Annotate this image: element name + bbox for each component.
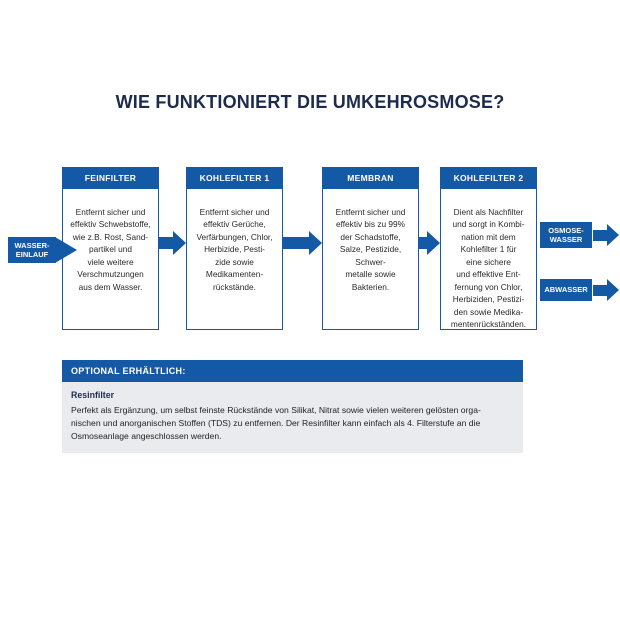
flow-arrow-icon (419, 231, 440, 255)
flow-arrow-icon (159, 231, 186, 255)
filter-header: MEMBRAN (322, 167, 419, 189)
optional-body: Resinfilter Perfekt als Ergänzung, um se… (62, 382, 523, 453)
filter-box-feinfilter: FEINFILTER Entfernt sicher und effektiv … (62, 167, 159, 330)
filter-box-kohlefilter-2: KOHLEFILTER 2 Dient als Nachfilter und s… (440, 167, 537, 330)
filter-header: KOHLEFILTER 2 (440, 167, 537, 189)
filter-header: KOHLEFILTER 1 (186, 167, 283, 189)
water-inlet-label: WASSER- EINLAUF (8, 237, 56, 263)
arrow-head (607, 279, 619, 301)
optional-section: OPTIONAL ERHÄLTLICH: Resinfilter Perfekt… (62, 360, 523, 453)
filter-description: Entfernt sicher und effektiv Schwebstoff… (70, 207, 151, 292)
arrow-shaft (159, 237, 173, 249)
filter-description: Entfernt sicher und effektiv Gerüche, Ve… (196, 207, 273, 292)
arrow-shaft (593, 284, 607, 296)
optional-header: OPTIONAL ERHÄLTLICH: (62, 360, 523, 382)
arrow-head (427, 231, 440, 255)
optional-subtitle: Resinfilter (71, 390, 115, 400)
flow-arrow-icon (283, 231, 322, 255)
osmose-wasser-arrow-icon (593, 224, 619, 246)
filter-header: FEINFILTER (62, 167, 159, 189)
filter-description: Entfernt sicher und effektiv bis zu 99% … (335, 207, 406, 292)
arrow-head (607, 224, 619, 246)
filter-box-membran: MEMBRAN Entfernt sicher und effektiv bis… (322, 167, 419, 330)
optional-text: Perfekt als Ergänzung, um selbst feinste… (71, 405, 481, 441)
filter-box-kohlefilter-1: KOHLEFILTER 1 Entfernt sicher und effekt… (186, 167, 283, 330)
filter-description: Dient als Nachfilter und sorgt in Kombi-… (450, 207, 527, 329)
page-title: WIE FUNKTIONIERT DIE UMKEHROSMOSE? (115, 92, 505, 112)
arrow-shaft (593, 229, 607, 241)
water-inlet-arrow-icon (55, 237, 77, 263)
arrow-shaft (283, 237, 309, 249)
arrow-head (309, 231, 322, 255)
abwasser-arrow-icon (593, 279, 619, 301)
arrow-head (173, 231, 186, 255)
osmose-wasser-label: OSMOSE- WASSER (540, 222, 592, 248)
arrow-shaft (419, 237, 427, 249)
abwasser-label: ABWASSER (540, 279, 592, 301)
